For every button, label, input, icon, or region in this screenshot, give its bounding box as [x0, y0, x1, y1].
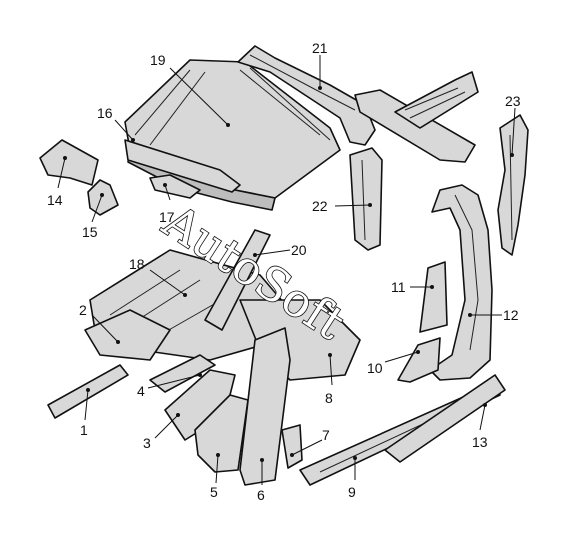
door-opening-frame — [429, 184, 493, 381]
svg-text:20: 20 — [291, 242, 307, 258]
svg-text:10: 10 — [367, 360, 383, 376]
callout-2: 2 — [79, 302, 120, 344]
callout-19: 19 — [150, 52, 230, 127]
svg-text:12: 12 — [503, 307, 519, 323]
small-bracket-15 — [87, 179, 119, 216]
svg-text:21: 21 — [312, 40, 328, 56]
small-bracket-14 — [39, 139, 99, 186]
callout-8: 8 — [325, 353, 333, 406]
callout-21: 21 — [312, 40, 328, 90]
a-pillar-5 — [194, 394, 249, 473]
rear-quarter-panel — [497, 114, 529, 256]
svg-text:14: 14 — [47, 192, 63, 208]
callout-5: 5 — [210, 453, 220, 500]
callout-9: 9 — [348, 456, 357, 500]
windshield-header — [354, 71, 479, 163]
callout-6: 6 — [257, 458, 265, 503]
svg-text:9: 9 — [348, 484, 356, 500]
callout-15: 15 — [82, 193, 104, 240]
callout-11: 11 — [391, 279, 434, 295]
callout-23: 23 — [505, 93, 521, 157]
callout-7: 7 — [290, 427, 330, 457]
svg-text:5: 5 — [210, 484, 218, 500]
svg-text:11: 11 — [391, 279, 406, 295]
inner-sill-4 — [149, 354, 216, 393]
callout-22: 22 — [312, 198, 372, 214]
callout-20: 20 — [253, 242, 307, 258]
callout-10: 10 — [367, 350, 420, 376]
svg-text:4: 4 — [137, 383, 145, 399]
callout-17: 17 — [159, 183, 175, 225]
svg-text:16: 16 — [97, 105, 113, 121]
callout-4: 4 — [137, 373, 202, 399]
svg-text:3: 3 — [143, 435, 151, 451]
b-pillar-upper — [349, 147, 383, 251]
callout-12: 12 — [468, 307, 519, 323]
callouts: 1 2 3 4 5 6 7 8 9 10 11 12 13 14 15 16 1… — [47, 40, 521, 503]
svg-text:15: 15 — [82, 224, 98, 240]
callout-1: 1 — [80, 388, 90, 438]
svg-text:13: 13 — [472, 434, 488, 450]
callout-13: 13 — [472, 403, 488, 450]
rear-header-16 — [124, 139, 241, 193]
wheelhouse-panel — [397, 337, 441, 383]
callout-14: 14 — [47, 156, 67, 208]
svg-text:6: 6 — [257, 487, 265, 503]
roof-rail — [237, 45, 376, 146]
callout-16: 16 — [97, 105, 135, 142]
svg-text:7: 7 — [322, 427, 330, 443]
svg-text:22: 22 — [312, 198, 328, 214]
front-floor-section — [84, 309, 171, 361]
callout-3: 3 — [143, 413, 180, 451]
rocker-panel-13 — [384, 374, 506, 463]
svg-text:1: 1 — [80, 422, 88, 438]
pillar-reinforcement — [419, 261, 448, 333]
svg-text:18: 18 — [129, 256, 145, 272]
svg-text:19: 19 — [150, 52, 166, 68]
svg-text:17: 17 — [159, 209, 175, 225]
bracket-7 — [281, 424, 303, 469]
svg-text:23: 23 — [505, 93, 521, 109]
bracket-17 — [149, 174, 201, 199]
callout-18: 18 — [129, 256, 187, 297]
svg-text:8: 8 — [325, 390, 333, 406]
b-pillar-lower-6 — [239, 327, 291, 486]
svg-text:2: 2 — [79, 302, 87, 318]
